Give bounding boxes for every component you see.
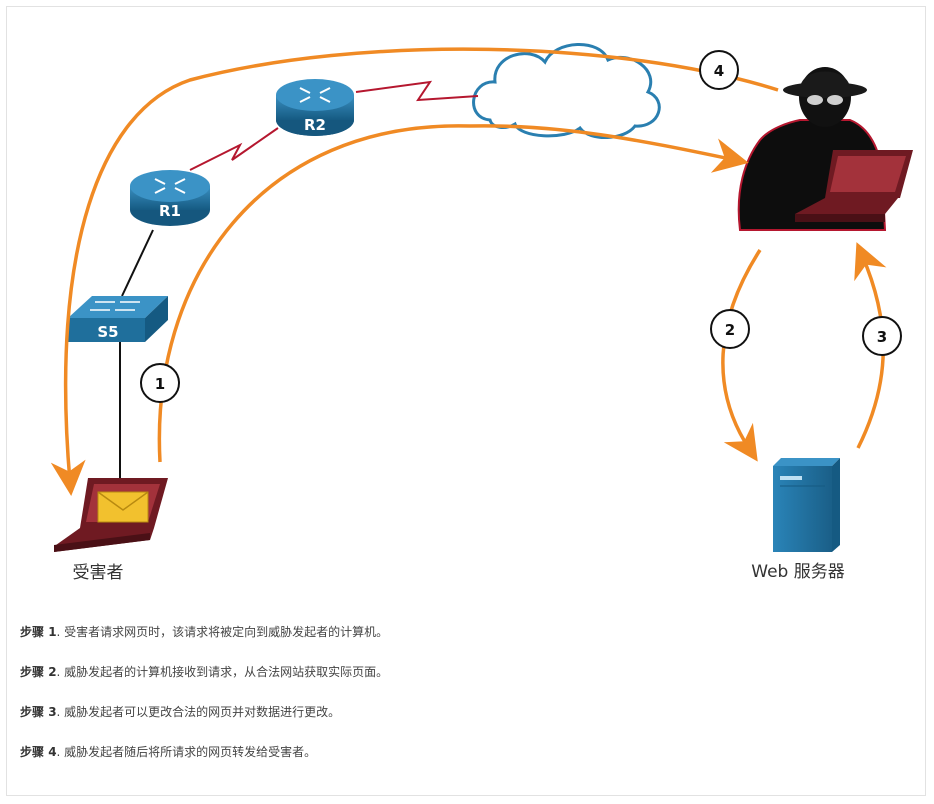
link-r1-s5: [121, 229, 154, 297]
router-arrows-icon: [299, 87, 331, 103]
internet-cloud: [472, 43, 661, 140]
sunglasses-icon: [807, 95, 843, 105]
router-r1-label: R1: [159, 202, 181, 220]
step-marker-1: 1: [140, 363, 180, 403]
victim-label: 受害者: [73, 563, 124, 583]
step-3-text: . 威胁发起者可以更改合法的网页并对数据进行更改。: [56, 705, 341, 719]
email-envelope-icon: [97, 491, 149, 523]
svg-text:3: 3: [877, 328, 887, 346]
step-2-num: 2: [48, 665, 57, 679]
router-r2: [276, 79, 354, 136]
step-1-prefix: 步骤: [20, 625, 49, 639]
server-label: Web 服务器: [751, 562, 844, 582]
switch-s5-label: S5: [97, 323, 118, 341]
diagram-frame: [6, 6, 926, 796]
steps-list: 步骤 1. 受害者请求网页时，该请求将被定向到威胁发起者的计算机。 步骤 2. …: [20, 622, 900, 782]
step-3-num: 3: [48, 705, 57, 719]
step-1-num: 1: [48, 625, 57, 639]
step-4-text: . 威胁发起者随后将所请求的网页转发给受害者。: [56, 745, 317, 759]
network-diagram: 1 2 3 4 R2 R1 S5 受害者 Web 服务器: [50, 43, 913, 583]
victim-laptop: [54, 478, 168, 552]
arrow-step-4: [50, 47, 779, 496]
threat-actor: [737, 67, 913, 231]
router-r2-label: R2: [304, 116, 326, 134]
step-2-prefix: 步骤: [20, 665, 49, 679]
svg-text:4: 4: [714, 62, 724, 80]
step-marker-2: 2: [710, 309, 750, 349]
arrow-step-1: [157, 124, 749, 463]
step-4-prefix: 步骤: [20, 745, 49, 759]
step-marker-4: 4: [699, 50, 739, 90]
arrow-step-2: [721, 249, 762, 462]
svg-text:2: 2: [725, 321, 735, 339]
svg-text:1: 1: [155, 375, 165, 393]
step-3-prefix: 步骤: [20, 705, 49, 719]
step-marker-3: 3: [862, 316, 902, 356]
step-3: 步骤 3. 威胁发起者可以更改合法的网页并对数据进行更改。: [20, 702, 900, 742]
step-4: 步骤 4. 威胁发起者随后将所请求的网页转发给受害者。: [20, 742, 900, 782]
step-1: 步骤 1. 受害者请求网页时，该请求将被定向到威胁发起者的计算机。: [20, 622, 900, 662]
wan-link-r1-r2: [189, 127, 279, 171]
attacker-laptop: [795, 150, 913, 222]
switch-arrows-icon: [90, 301, 140, 311]
step-1-text: . 受害者请求网页时，该请求将被定向到威胁发起者的计算机。: [56, 625, 389, 639]
step-4-num: 4: [48, 745, 57, 759]
web-server: [773, 458, 840, 552]
wan-link-r2-cloud: [355, 80, 479, 102]
router-r1: [130, 170, 210, 226]
step-2-text: . 威胁发起者的计算机接收到请求，从合法网站获取实际页面。: [56, 665, 389, 679]
step-2: 步骤 2. 威胁发起者的计算机接收到请求，从合法网站获取实际页面。: [20, 662, 900, 702]
traffic-arrows: [50, 47, 887, 496]
switch-s5: [68, 296, 168, 342]
router-arrows-icon: [154, 178, 186, 194]
